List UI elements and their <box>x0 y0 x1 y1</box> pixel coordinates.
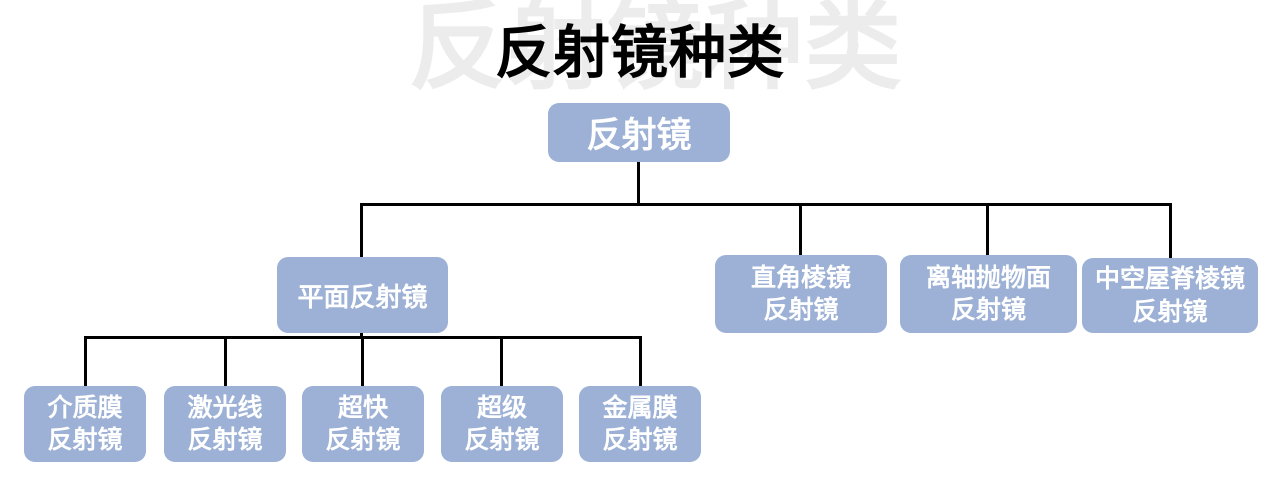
connector-drop-hollow-roof-prism <box>1169 203 1172 259</box>
connector-drop-super <box>500 336 503 387</box>
node-metallic-coating-mirror: 金属膜 反射镜 <box>579 386 701 462</box>
connector-drop-off-axis-parabolic <box>986 203 989 256</box>
node-hollow-roof-prism-mirror: 中空屋脊棱镜 反射镜 <box>1082 258 1258 333</box>
node-label: 超快 反射镜 <box>325 393 401 455</box>
connector-drop-right-angle-prism <box>799 203 802 256</box>
node-label: 激光线 反射镜 <box>187 393 263 455</box>
connector-drop-dielectric <box>84 336 87 387</box>
node-right-angle-prism-mirror: 直角棱镜 反射镜 <box>715 255 887 333</box>
node-label: 介质膜 反射镜 <box>47 393 123 455</box>
node-label: 反射镜 <box>586 116 692 155</box>
node-label: 金属膜 反射镜 <box>602 393 678 455</box>
node-dielectric-coating-mirror: 介质膜 反射镜 <box>24 386 146 462</box>
connector-level2-horizontal <box>360 203 1172 206</box>
node-label: 平面反射镜 <box>297 281 428 312</box>
node-super-mirror: 超级 反射镜 <box>441 386 563 462</box>
node-label: 超级 反射镜 <box>464 393 540 455</box>
node-label: 中空屋脊棱镜 反射镜 <box>1094 265 1245 326</box>
connector-drop-plane-mirror <box>360 203 363 258</box>
node-off-axis-parabolic-mirror: 离轴抛物面 反射镜 <box>900 255 1077 333</box>
title-watermark: 反射镜种类 <box>408 0 904 101</box>
node-laser-line-mirror: 激光线 反射镜 <box>164 386 286 462</box>
page-title: 反射镜种类 <box>495 21 785 85</box>
connector-root-stem <box>637 162 640 205</box>
connector-drop-laser-line <box>224 336 227 387</box>
node-label: 直角棱镜 反射镜 <box>750 263 851 325</box>
node-ultrafast-mirror: 超快 反射镜 <box>302 386 424 462</box>
node-label: 离轴抛物面 反射镜 <box>925 263 1051 325</box>
node-reflector-root: 反射镜 <box>548 103 730 162</box>
connector-drop-ultrafast <box>361 336 364 387</box>
node-plane-mirror: 平面反射镜 <box>277 257 448 333</box>
connector-drop-metallic <box>639 336 642 387</box>
